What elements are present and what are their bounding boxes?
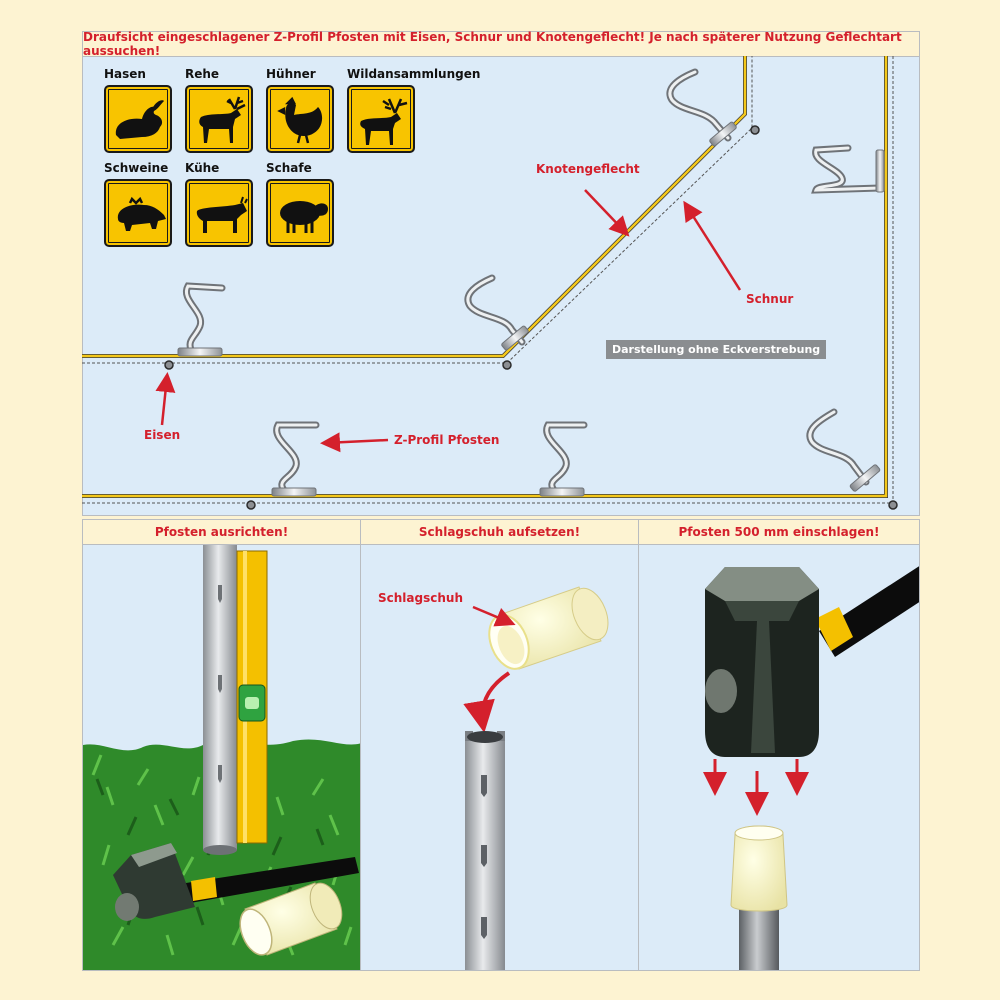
animal-tile-wild [347, 85, 415, 153]
top-title-bar: Draufsicht eingeschlagener Z-Profil Pfos… [82, 30, 920, 58]
animal-tile-schweine [104, 179, 172, 247]
animal-label-wild: Wildansammlungen [347, 67, 481, 81]
animal-label-schweine: Schweine [104, 161, 169, 175]
z-post-2 [464, 274, 529, 351]
animal-label-kuehe: Kühe [185, 161, 220, 175]
step1-drawing [83, 545, 360, 970]
z-post-1 [177, 282, 226, 357]
label-knotengeflecht: Knotengeflecht [536, 162, 640, 176]
boar-icon [117, 196, 166, 231]
hammer-lying [113, 843, 359, 921]
sheep-icon [280, 201, 328, 233]
step3-drawing [703, 566, 919, 970]
animal-label-huehner: Hühner [266, 67, 316, 81]
rabbit-icon [115, 100, 164, 139]
z-post-5 [271, 421, 320, 497]
animal-label-schafe: Schafe [266, 161, 312, 175]
schlagschuh-floating [488, 586, 609, 670]
arrow-schlagschuh [472, 605, 516, 627]
step3-panel [638, 544, 920, 971]
arrow-z-profil [320, 432, 389, 453]
deer-icon [199, 96, 246, 143]
step2-drawing [463, 586, 609, 970]
label-eisen: Eisen [144, 428, 181, 442]
step2-title-bar: Schlagschuh aufsetzen! [360, 519, 639, 545]
darstellung-badge: Darstellung ohne Eckverstrebung [606, 340, 827, 359]
chicken-icon [277, 96, 323, 144]
eisen-markers [164, 125, 898, 510]
label-z-profil: Z-Profil Pfosten [394, 433, 500, 447]
animal-label-rehe: Rehe [185, 67, 220, 81]
animal-tile-huehner [266, 85, 334, 153]
step2-panel [360, 544, 639, 971]
label-schnur: Schnur [746, 292, 794, 306]
animal-tile-hasen [104, 85, 172, 153]
step1-title: Pfosten ausrichten! [154, 525, 289, 539]
arrow-aufsetzen [463, 671, 511, 733]
schnur-line [82, 56, 753, 364]
animal-label-hasen: Hasen [104, 67, 146, 81]
top-title: Draufsicht eingeschlagener Z-Profil Pfos… [83, 30, 902, 58]
schlagschuh-lying [239, 882, 343, 956]
step2-title: Schlagschuh aufsetzen! [418, 525, 581, 539]
label-schlagschuh: Schlagschuh [378, 591, 463, 605]
step1-panel [82, 544, 361, 971]
animal-tile-rehe [185, 85, 253, 153]
animal-tile-schafe [266, 179, 334, 247]
z-post-6 [539, 421, 588, 497]
z-post-3 [666, 68, 737, 147]
reindeer-icon [360, 98, 408, 145]
z-post-7 [806, 408, 881, 492]
z-post-4 [811, 144, 885, 194]
hammer [705, 566, 919, 757]
cow-icon [196, 196, 248, 233]
arrow-eisen [155, 372, 176, 426]
animal-tile-kuehe [185, 179, 253, 247]
step1-title-bar: Pfosten ausrichten! [82, 519, 361, 545]
arrow-schnur [683, 200, 742, 291]
arrow-knotengeflecht [584, 189, 630, 237]
step3-title-bar: Pfosten 500 mm einschlagen! [638, 519, 920, 545]
step3-title: Pfosten 500 mm einschlagen! [678, 525, 880, 539]
